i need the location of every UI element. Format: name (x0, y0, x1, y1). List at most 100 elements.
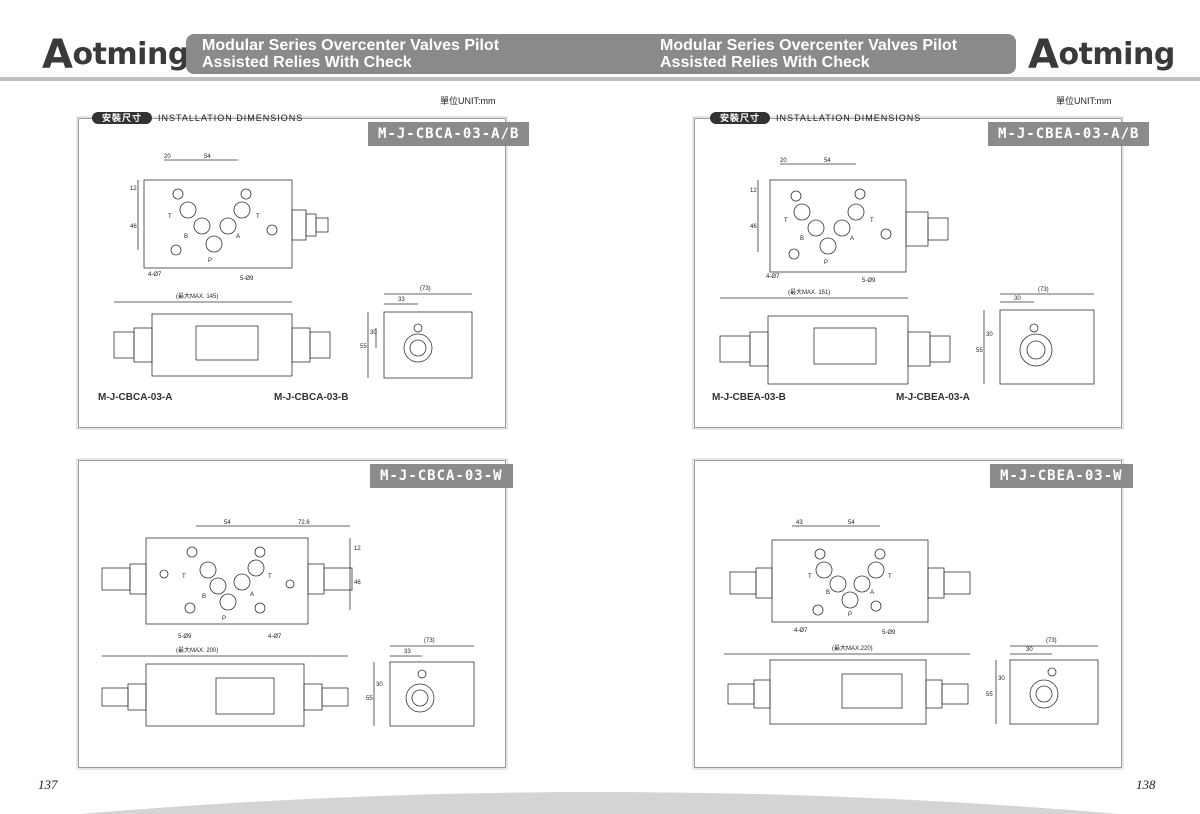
dim-text: 20 (780, 158, 787, 164)
dim-text: 54 (204, 154, 211, 160)
header-title-line1: Modular Series Overcenter Valves Pilot (202, 37, 500, 54)
dim-text: 30 (376, 682, 383, 688)
port-label: T (268, 574, 272, 580)
port-label: T (182, 574, 186, 580)
dim-text: 43 (796, 520, 803, 526)
port-label: A (850, 236, 854, 242)
max-length: (最大MAX. 151) (788, 288, 830, 296)
dim-text: 54 (224, 520, 231, 526)
dim-text: 12 (750, 188, 757, 194)
brand-initial: A (42, 32, 73, 78)
dim-text: 30 (370, 330, 377, 336)
panel-left-bottom (78, 460, 506, 768)
dim-text: (73) (1038, 287, 1049, 293)
dim-text: 30 (1014, 296, 1021, 302)
port-label: T (784, 218, 788, 224)
section-pill: 安裝尺寸 (710, 112, 771, 124)
header-title-line2: Assisted Relies With Check (660, 54, 870, 71)
hole-note: 4-Ø7 (268, 634, 282, 640)
dim-text: (73) (420, 286, 431, 292)
max-length: (最大MAX. 145) (176, 292, 218, 300)
variant-caption: M-J-CBCA-03-B (274, 392, 349, 403)
section-text: INSTALLATION DIMENSIONS (158, 113, 304, 123)
hole-note: 4-Ø7 (766, 274, 780, 280)
dim-text: 30 (1026, 647, 1033, 653)
port-label: A (236, 234, 240, 240)
footer-swoosh (80, 792, 1120, 814)
dim-text: 12 (354, 546, 361, 552)
dim-text: 30 (998, 676, 1005, 682)
dim-text: 55 (976, 348, 983, 354)
brand-logo-right: Aotming (1028, 32, 1175, 78)
section-label: 安裝尺寸 INSTALLATION DIMENSIONS (710, 111, 921, 124)
drawing-left-top: 20 54 12 46 T T B A P 4-Ø7 5-Ø9 (最大MAX. … (113, 154, 473, 379)
port-label: P (208, 258, 212, 264)
brand-initial: A (1028, 32, 1059, 78)
header-bar-right: Modular Series Overcenter Valves Pilot A… (644, 34, 1016, 74)
hole-note: 5-Ø9 (862, 278, 876, 284)
header-rule (0, 77, 1200, 81)
section-label: 安裝尺寸 INSTALLATION DIMENSIONS (92, 111, 303, 124)
dim-text: 46 (130, 224, 137, 230)
drawing-right-bottom: 43 54 T T B A P 4-Ø7 5-Ø9 (最大MAX.220) (7… (724, 520, 1099, 725)
dim-text: 33 (398, 297, 405, 303)
dim-text: 12 (130, 186, 137, 192)
port-label: P (222, 616, 226, 622)
unit-label-left: 單位UNIT:mm (440, 96, 496, 106)
header-title-line2: Assisted Relies With Check (202, 54, 412, 71)
dim-text: 54 (824, 158, 831, 164)
variant-caption: M-J-CBCA-03-A (98, 392, 173, 403)
drawing-right-top: 20 54 12 46 T T B A P 4-Ø7 5-Ø9 (最大MAX. … (719, 158, 1095, 385)
model-tag: M-J-CBEA-03-W (990, 464, 1133, 488)
dim-text: (73) (1046, 638, 1057, 644)
port-label: T (870, 218, 874, 224)
variant-caption: M-J-CBEA-03-B (712, 392, 786, 403)
model-tag: M-J-CBCA-03-A/B (368, 122, 530, 146)
panel-right-bottom (694, 460, 1122, 768)
dim-text: 46 (354, 580, 361, 586)
port-label: P (824, 260, 828, 266)
brand-name: otming (1058, 37, 1175, 72)
dim-text: (73) (424, 638, 435, 644)
port-label: T (808, 574, 812, 580)
header-title-line1: Modular Series Overcenter Valves Pilot (660, 37, 958, 54)
port-label: B (184, 234, 188, 240)
hole-note: 4-Ø7 (794, 628, 808, 634)
dim-text: 72.6 (298, 520, 310, 526)
dim-text: 55 (360, 344, 367, 350)
section-pill: 安裝尺寸 (92, 112, 153, 124)
port-label: P (848, 612, 852, 618)
port-label: B (800, 236, 804, 242)
dim-text: 55 (986, 692, 993, 698)
brand-name: otming (72, 37, 189, 72)
max-length: (最大MAX.220) (832, 644, 873, 652)
hole-note: 4-Ø7 (148, 272, 162, 278)
port-label: T (256, 214, 260, 220)
port-label: A (250, 592, 254, 598)
dim-text: 30 (986, 332, 993, 338)
hole-note: 5-Ø9 (882, 630, 896, 636)
dim-text: 55 (366, 696, 373, 702)
port-label: B (202, 594, 206, 600)
variant-caption: M-J-CBEA-03-A (896, 392, 970, 403)
dim-text: 54 (848, 520, 855, 526)
drawing-left-bottom: 54 72.6 12 46 T T B A P 5-Ø9 4-Ø7 (最大MAX… (101, 520, 475, 727)
model-tag: M-J-CBEA-03-A/B (988, 122, 1150, 146)
brand-logo-left: Aotming (42, 32, 189, 78)
header-bar-left: Modular Series Overcenter Valves Pilot A… (186, 34, 646, 74)
port-label: B (826, 590, 830, 596)
hole-note: 5-Ø9 (240, 276, 254, 282)
dim-text: 20 (164, 154, 171, 160)
unit-label-right: 單位UNIT:mm (1056, 96, 1112, 106)
page-number-left: 137 (38, 777, 58, 792)
max-length: (最大MAX. 200) (176, 646, 218, 654)
port-label: T (888, 574, 892, 580)
port-label: A (870, 590, 874, 596)
section-text: INSTALLATION DIMENSIONS (776, 113, 922, 123)
page-number-right: 138 (1136, 777, 1156, 792)
hole-note: 5-Ø9 (178, 634, 192, 640)
model-tag: M-J-CBCA-03-W (370, 464, 513, 488)
port-label: T (168, 214, 172, 220)
dim-text: 33 (404, 649, 411, 655)
dim-text: 46 (750, 224, 757, 230)
